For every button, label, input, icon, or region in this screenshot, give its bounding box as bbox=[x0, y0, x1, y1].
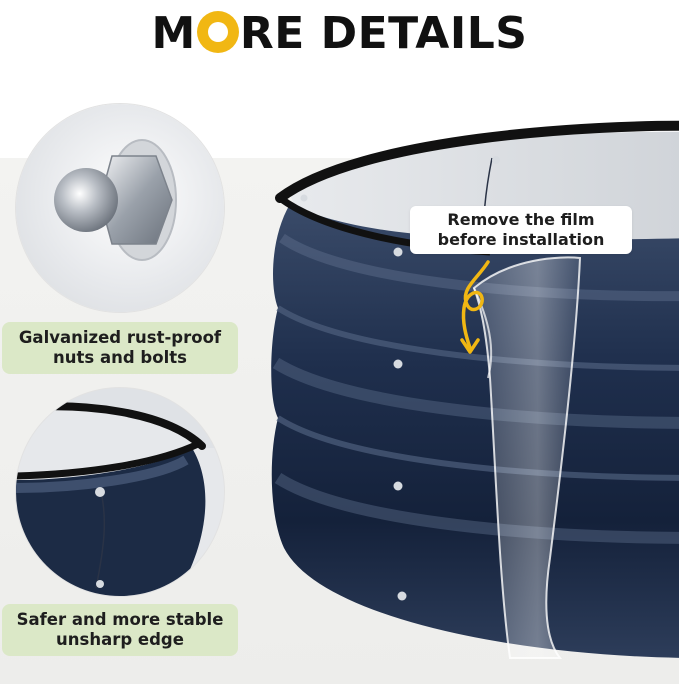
title-o-letter: O bbox=[218, 11, 219, 12]
callout-line: before installation bbox=[437, 230, 605, 249]
film-removal-callout: Remove the film before installation bbox=[410, 206, 632, 254]
page-title-part2: RE DETAILS bbox=[239, 8, 528, 59]
page-title: M O RE DETAILS bbox=[0, 4, 679, 64]
callout-line: Remove the film bbox=[447, 210, 595, 229]
edge-detail-image bbox=[16, 388, 224, 596]
caption-line: Galvanized rust-proof bbox=[18, 328, 222, 347]
acorn-nut-icon bbox=[54, 139, 177, 261]
rolled-edge-icon bbox=[16, 402, 224, 596]
caption-nuts-bolts: Galvanized rust-proof nuts and bolts bbox=[2, 322, 238, 374]
raised-bed-illustration bbox=[271, 120, 679, 659]
caption-line: unsharp edge bbox=[56, 630, 184, 649]
caption-line: Safer and more stable bbox=[16, 610, 224, 629]
page-title-part1: M bbox=[151, 8, 196, 59]
title-o-logo-icon: O bbox=[196, 11, 239, 53]
curved-arrow-icon bbox=[460, 260, 490, 354]
nut-detail-image bbox=[16, 104, 224, 312]
caption-unsharp-edge: Safer and more stable unsharp edge bbox=[2, 604, 238, 656]
caption-line: nuts and bolts bbox=[53, 348, 187, 367]
